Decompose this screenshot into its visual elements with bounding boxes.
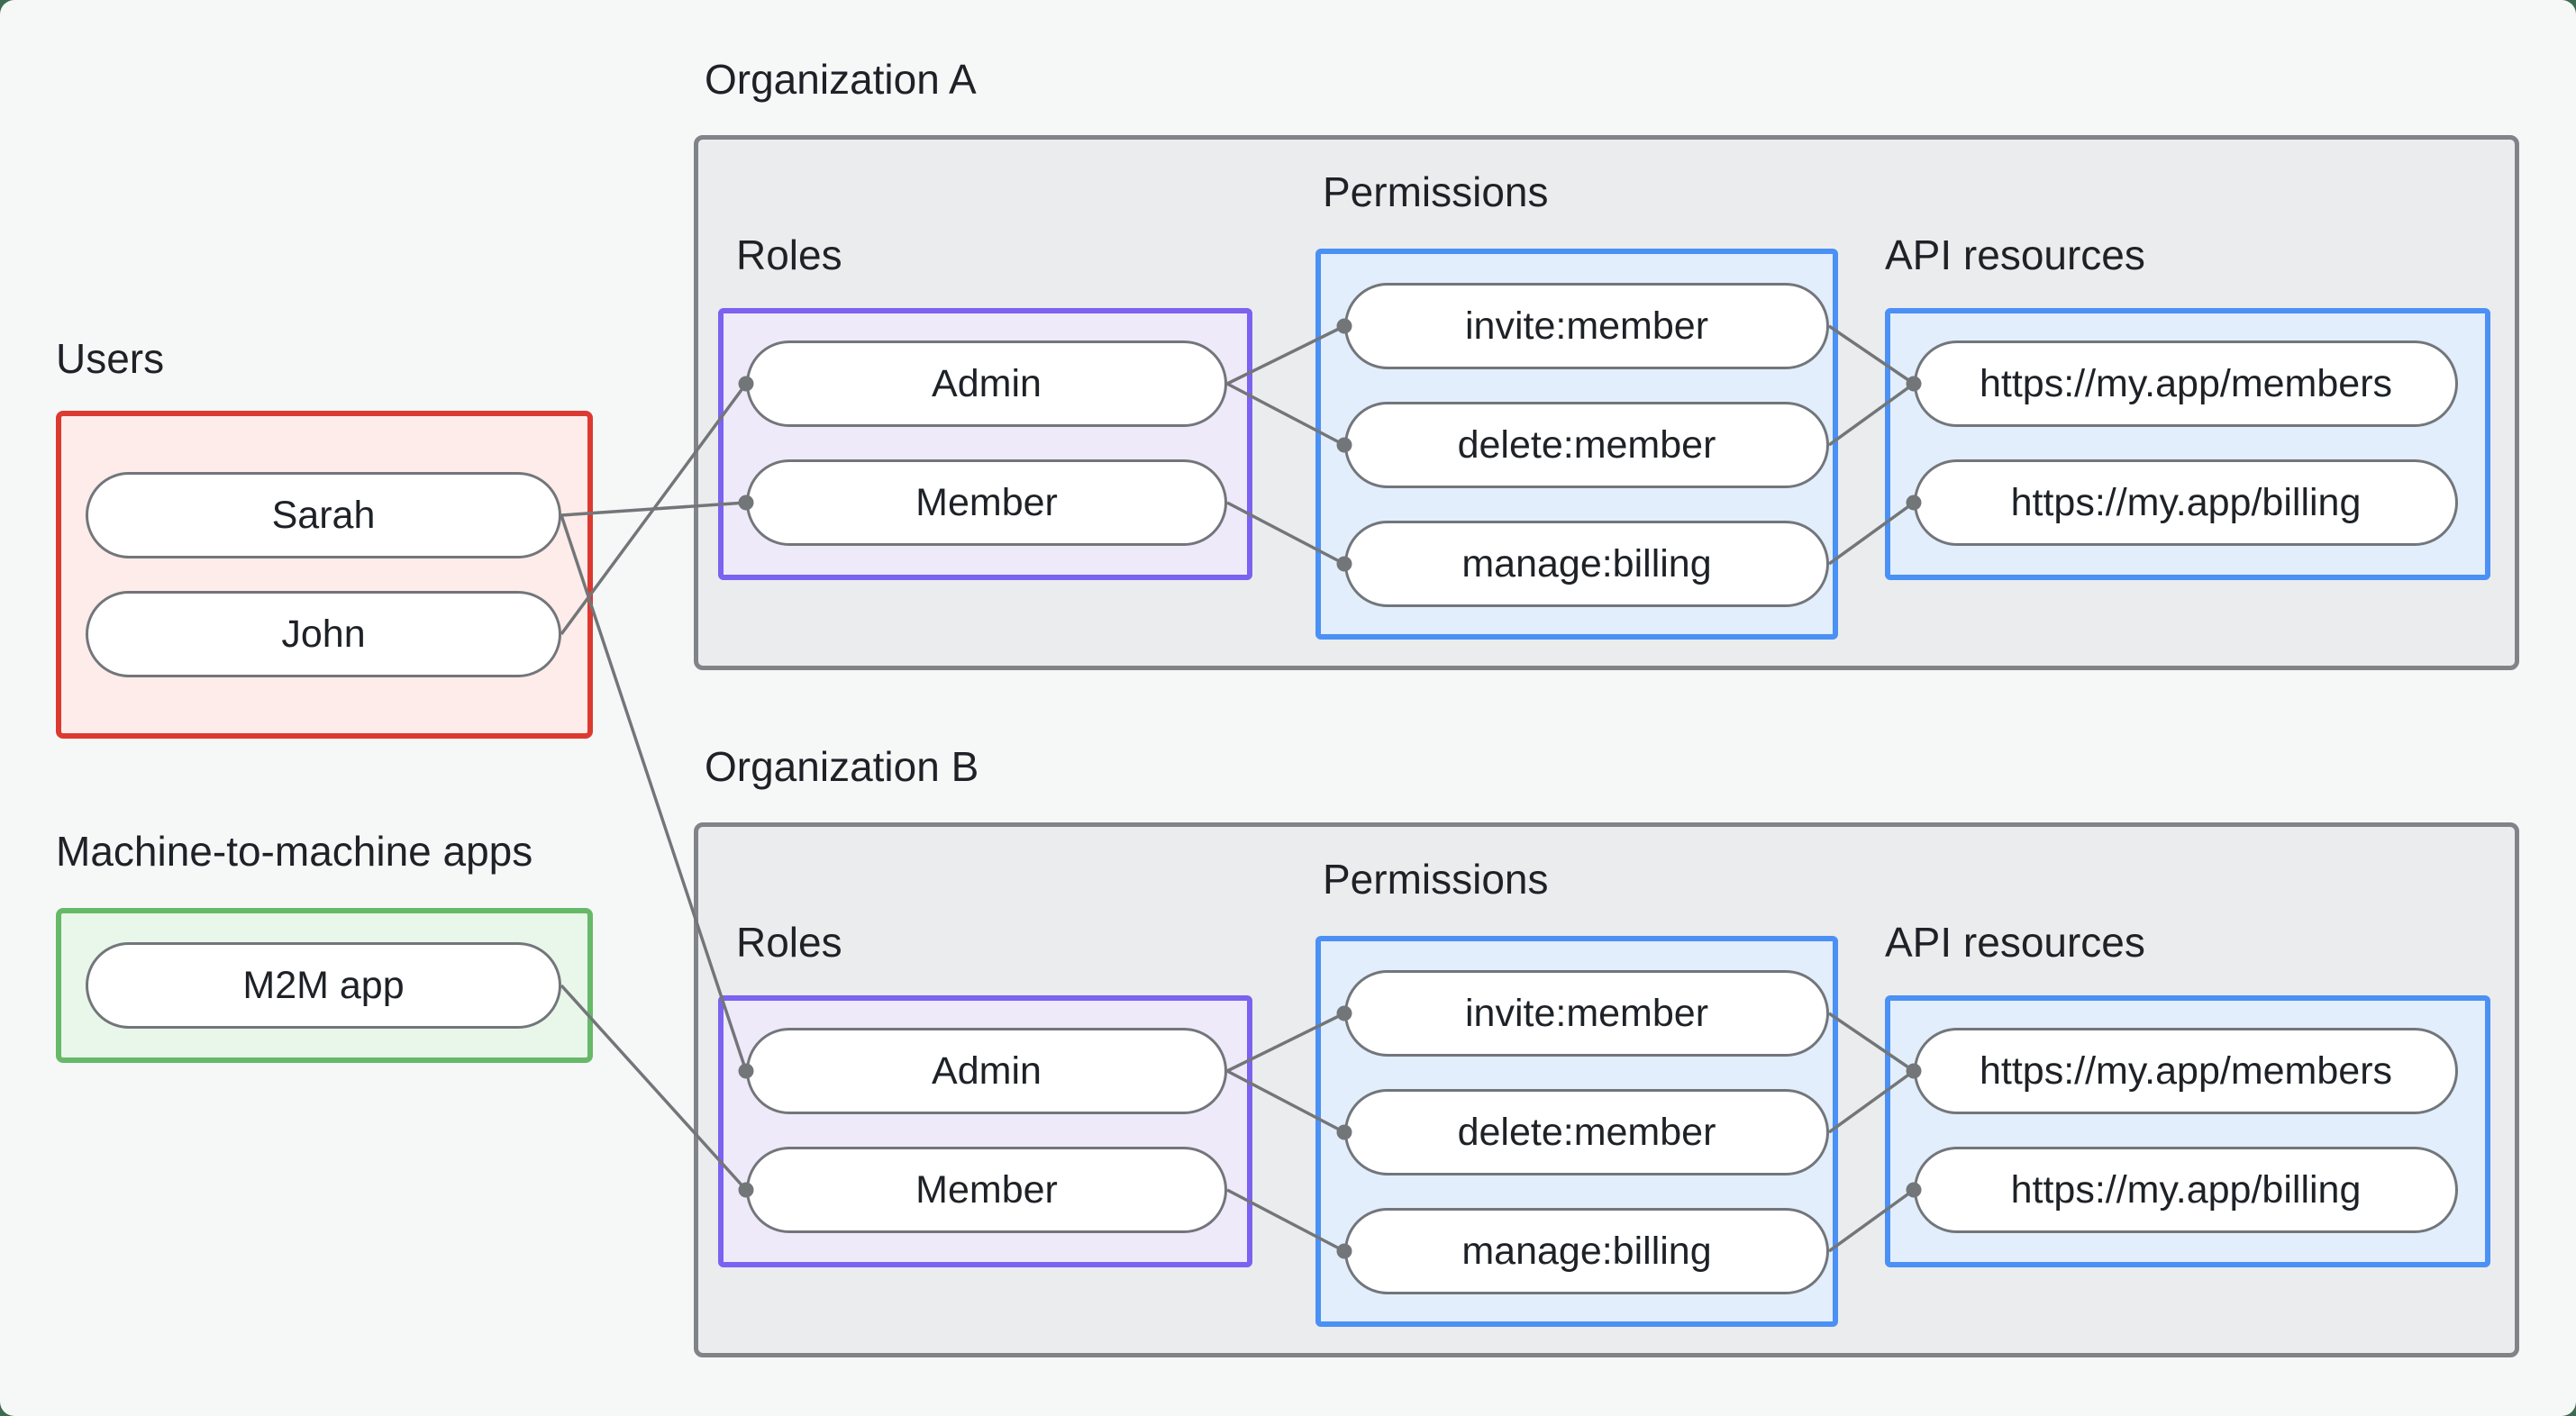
org-a-role-pill-member: Member bbox=[746, 459, 1227, 546]
org-a-role-admin-label: Admin bbox=[932, 361, 1042, 405]
org-a-permission-pill-invite-member: invite:member bbox=[1344, 283, 1829, 369]
users-section-label: Users bbox=[56, 335, 165, 382]
org-b-label: Organization B bbox=[705, 743, 979, 790]
org-a-api-pill-members: https://my.app/members bbox=[1914, 340, 2458, 427]
org-b-api-members-label: https://my.app/members bbox=[1979, 1048, 2393, 1093]
org-b-api-resources-label: API resources bbox=[1885, 919, 2145, 966]
org-a-permission-manage-label: manage:billing bbox=[1461, 541, 1712, 585]
org-b-roles-label: Roles bbox=[736, 919, 842, 966]
org-a-permission-pill-manage-billing: manage:billing bbox=[1344, 521, 1829, 607]
org-a-role-member-label: Member bbox=[915, 480, 1058, 524]
org-b-permissions-label: Permissions bbox=[1323, 856, 1549, 903]
org-a-permission-pill-delete-member: delete:member bbox=[1344, 402, 1829, 488]
org-a-roles-label: Roles bbox=[736, 231, 842, 278]
org-b-role-pill-admin: Admin bbox=[746, 1028, 1227, 1114]
user-pill-john-label: John bbox=[281, 612, 366, 656]
org-a-role-pill-admin: Admin bbox=[746, 340, 1227, 427]
org-a-permission-delete-label: delete:member bbox=[1457, 422, 1716, 467]
org-b-permission-manage-label: manage:billing bbox=[1461, 1229, 1712, 1273]
org-b-role-pill-member: Member bbox=[746, 1147, 1227, 1233]
org-b-permission-pill-invite-member: invite:member bbox=[1344, 970, 1829, 1057]
m2m-app-pill: M2M app bbox=[86, 942, 561, 1029]
users-group-box bbox=[56, 411, 593, 739]
org-b-permission-delete-label: delete:member bbox=[1457, 1110, 1716, 1154]
org-b-permission-invite-label: invite:member bbox=[1464, 991, 1709, 1035]
user-pill-sarah-label: Sarah bbox=[271, 493, 376, 537]
m2m-section-label: Machine-to-machine apps bbox=[56, 828, 533, 875]
org-a-permission-invite-label: invite:member bbox=[1464, 304, 1709, 348]
org-a-api-billing-label: https://my.app/billing bbox=[2010, 480, 2362, 524]
org-b-api-pill-members: https://my.app/members bbox=[1914, 1028, 2458, 1114]
org-a-label: Organization A bbox=[705, 56, 977, 103]
org-a-permissions-label: Permissions bbox=[1323, 168, 1549, 215]
org-b-role-admin-label: Admin bbox=[932, 1048, 1042, 1093]
org-b-role-member-label: Member bbox=[915, 1167, 1058, 1212]
org-b-permission-pill-manage-billing: manage:billing bbox=[1344, 1208, 1829, 1294]
user-pill-john: John bbox=[86, 591, 561, 677]
m2m-app-pill-label: M2M app bbox=[242, 963, 405, 1007]
org-a-api-pill-billing: https://my.app/billing bbox=[1914, 459, 2458, 546]
org-b-permission-pill-delete-member: delete:member bbox=[1344, 1089, 1829, 1175]
user-pill-sarah: Sarah bbox=[86, 472, 561, 558]
org-b-api-billing-label: https://my.app/billing bbox=[2010, 1167, 2362, 1212]
org-a-api-members-label: https://my.app/members bbox=[1979, 361, 2393, 405]
org-a-api-resources-label: API resources bbox=[1885, 231, 2145, 278]
org-b-api-pill-billing: https://my.app/billing bbox=[1914, 1147, 2458, 1233]
